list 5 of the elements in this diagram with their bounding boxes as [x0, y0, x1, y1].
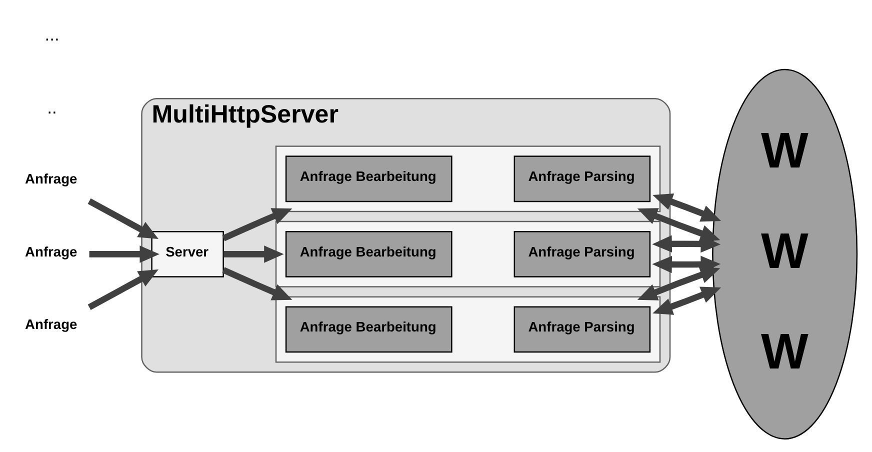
label: ...: [44, 24, 60, 44]
label: ..: [47, 97, 57, 118]
node-text: Anfrage: [25, 244, 78, 260]
node-text: Anfrage: [25, 317, 78, 332]
node-text: Anfrage: [25, 172, 78, 187]
